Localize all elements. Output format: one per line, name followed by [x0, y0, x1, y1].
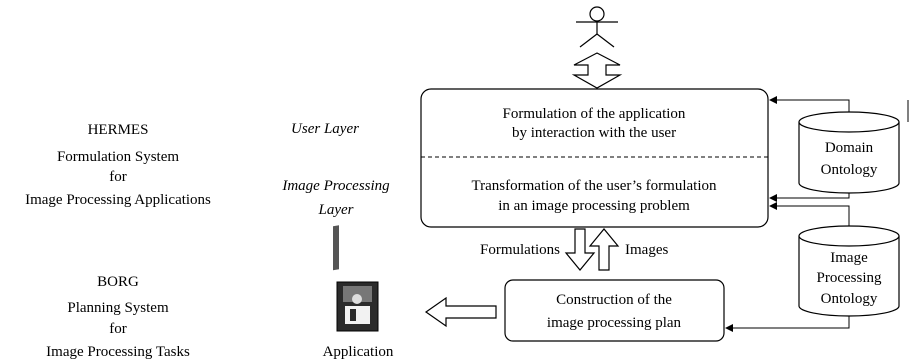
image-processing-layer-label-line1: Image Processing: [281, 178, 390, 194]
user-interaction-double-arrow: [571, 52, 623, 89]
ip-ontology-line2: Processing: [817, 270, 882, 286]
borg-line3: for: [109, 321, 127, 337]
hermes-title: HERMES: [88, 122, 149, 138]
ip-ontology-line1: Image: [830, 250, 868, 266]
user-layer-label: User Layer: [291, 121, 359, 137]
plan-construction-box: Construction of the image processing pla…: [504, 279, 725, 342]
formulations-label: Formulations: [480, 242, 560, 258]
hermes-description: HERMES Formulation System for Image Proc…: [25, 122, 211, 208]
ip-layer-text-line1: Transformation of the user’s formulation: [472, 178, 717, 194]
hermes-line4: Image Processing Applications: [25, 192, 211, 208]
user-layer-text-line1: Formulation of the application: [503, 106, 686, 122]
hermes-main-box: Formulation of the application by intera…: [420, 88, 769, 228]
images-label: Images: [625, 242, 668, 258]
image-processing-layer-label-line2: Layer: [318, 202, 354, 218]
hermes-line2: Formulation System: [57, 149, 179, 165]
borg-title: BORG: [97, 274, 139, 290]
domain-ontology-line1: Domain: [825, 140, 874, 156]
plan-to-application-arrow: [424, 296, 497, 328]
user-stick-figure-icon: [576, 6, 618, 48]
images-up-arrow: [588, 228, 620, 271]
user-layer-text-line2: by interaction with the user: [512, 125, 676, 141]
application-label: Application: [323, 344, 394, 360]
borg-line4: Image Processing Tasks: [46, 344, 190, 360]
ip-ontology-line3: Ontology: [821, 291, 878, 307]
domain-ontology-cylinder: Domain Ontology: [798, 111, 900, 194]
hermes-line3: for: [109, 169, 127, 185]
borg-line2: Planning System: [67, 300, 169, 316]
ontology-connectors: [725, 96, 909, 332]
ip-ontology-cylinder: Image Processing Ontology: [798, 225, 900, 317]
plan-box-line2: image processing plan: [547, 315, 682, 331]
borg-description: BORG Planning System for Image Processin…: [46, 274, 190, 360]
application-disk-icon: [333, 225, 379, 332]
domain-ontology-line2: Ontology: [821, 162, 878, 178]
formulations-down-arrow: [564, 228, 596, 271]
ip-layer-text-line2: in an image processing problem: [498, 198, 690, 214]
plan-box-line1: Construction of the: [556, 292, 672, 308]
